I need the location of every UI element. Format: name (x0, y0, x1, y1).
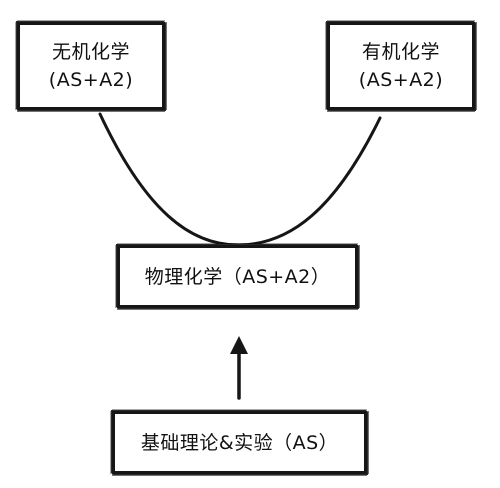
arrow-head-icon (230, 336, 248, 354)
organic-chemistry-box: 有机化学 (AS+A2) (327, 22, 475, 110)
physical-chemistry-label: 物理化学（AS+A2） (144, 265, 331, 288)
inorganic-chemistry-scope: (AS+A2) (48, 69, 134, 91)
organic-chemistry-scope: (AS+A2) (358, 69, 444, 91)
u-curve-connector (98, 112, 382, 247)
foundation-theory-lab-box: 基础理论&实验（AS） (112, 411, 367, 474)
foundation-theory-lab-label: 基础理论&实验（AS） (140, 431, 339, 454)
inorganic-chemistry-box: 无机化学 (AS+A2) (17, 22, 165, 110)
organic-chemistry-title: 有机化学 (361, 41, 440, 63)
physical-chemistry-box: 物理化学（AS+A2） (117, 245, 358, 308)
inorganic-chemistry-title: 无机化学 (51, 41, 130, 63)
